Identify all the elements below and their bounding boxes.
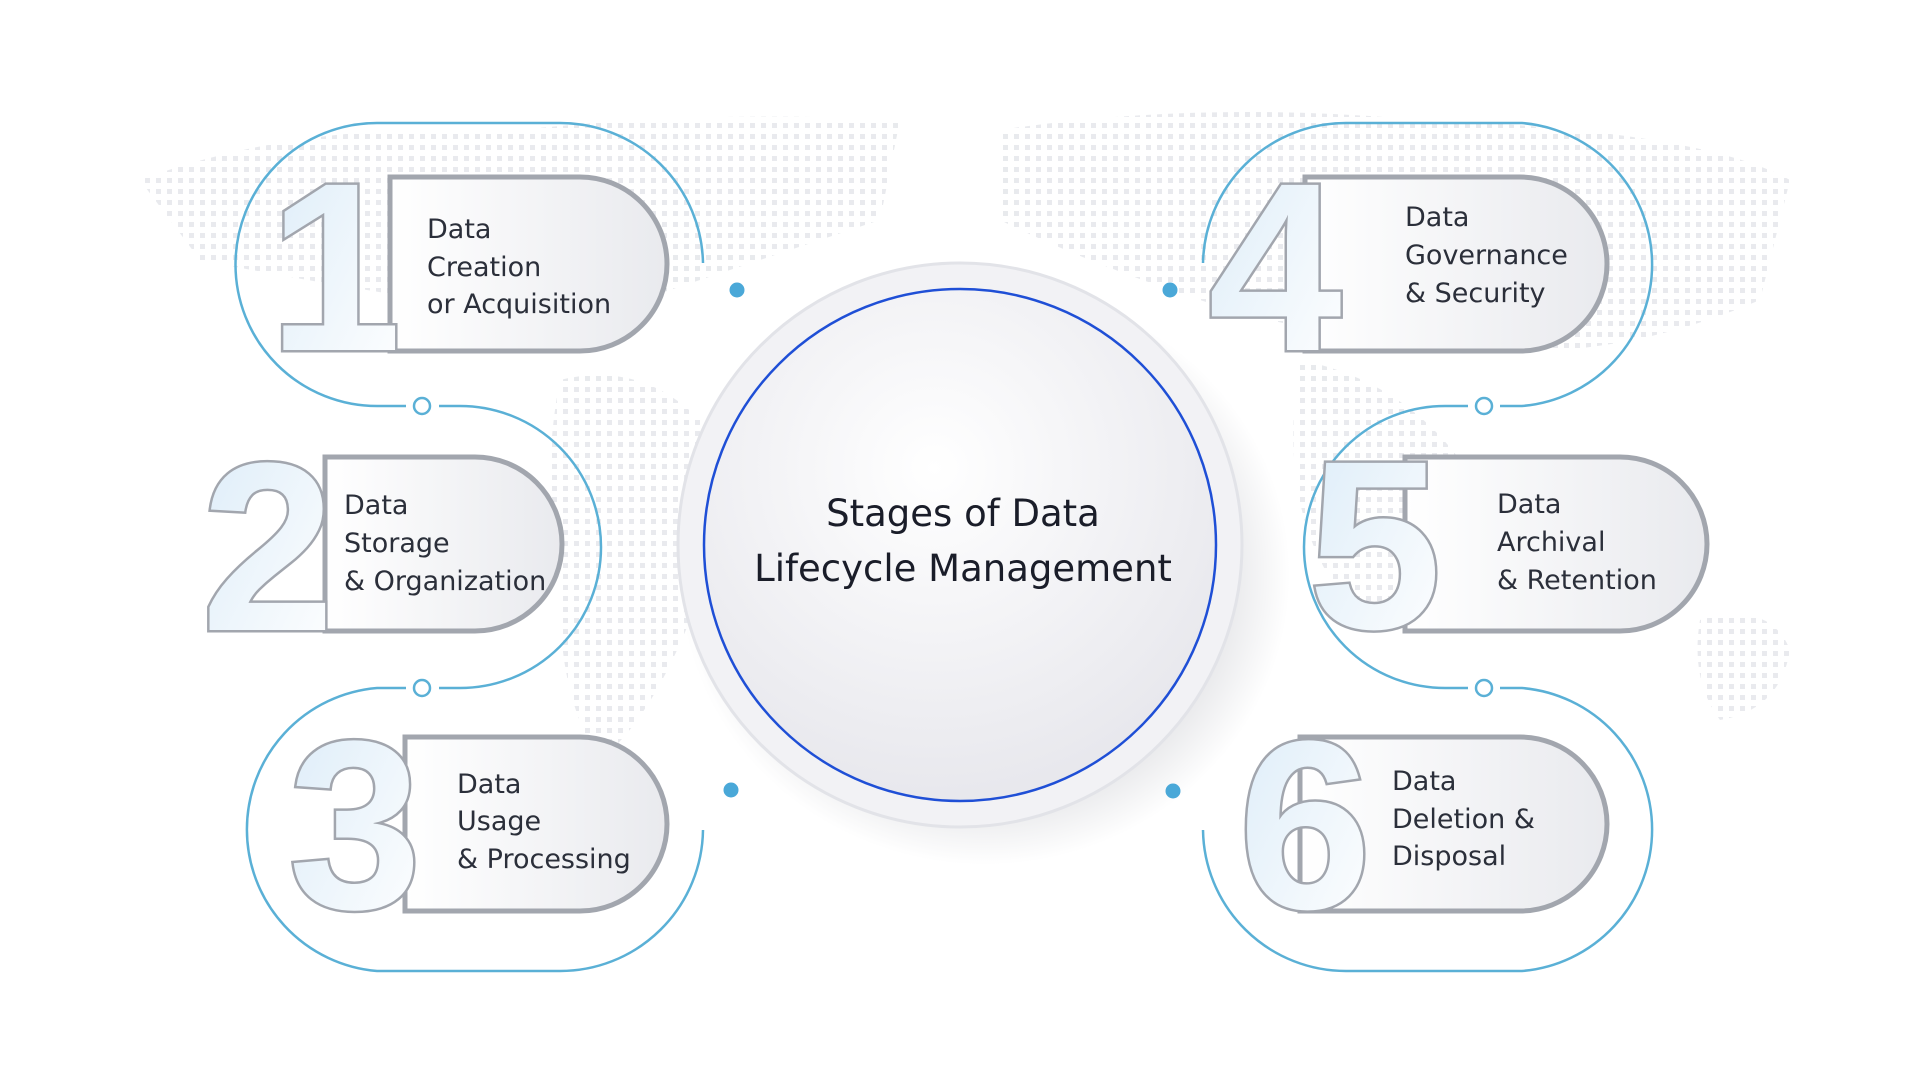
stage-1-line-2: Creation bbox=[427, 252, 541, 283]
right-outline bbox=[1201, 121, 1654, 408]
center-title-line-1: Stages of Data bbox=[826, 492, 1100, 535]
connector-dot-6 bbox=[1165, 783, 1181, 799]
stage-4-line-1: Data bbox=[1405, 202, 1469, 233]
world-map-background bbox=[140, 112, 1790, 760]
stage-4-line-3: & Security bbox=[1405, 278, 1546, 309]
stage-2-number: 2 bbox=[201, 413, 334, 681]
right-outline-middle bbox=[1302, 404, 1468, 690]
left-outline-middle bbox=[439, 404, 603, 690]
stage-6-line-3: Disposal bbox=[1392, 841, 1506, 872]
stage-2-pill bbox=[322, 454, 565, 634]
stage-6: 6 Data Deletion & Disposal bbox=[1236, 689, 1610, 962]
connector-ring-4-5 bbox=[1474, 396, 1494, 416]
stage-3-line-3: & Processing bbox=[457, 844, 631, 875]
stage-6-line-1: Data bbox=[1392, 766, 1456, 797]
stage-1-line-3: or Acquisition bbox=[427, 289, 611, 320]
stage-2-line-3: & Organization bbox=[344, 566, 546, 597]
stage-3-pill bbox=[402, 734, 670, 914]
right-outline-bottom bbox=[1201, 686, 1654, 973]
connector-ring-5-6 bbox=[1474, 678, 1494, 698]
stage-4-pill bbox=[1302, 174, 1610, 354]
stage-5-line-1: Data bbox=[1497, 489, 1561, 520]
stage-5-line-3: & Retention bbox=[1497, 565, 1657, 596]
connector-ring-1-2 bbox=[412, 396, 432, 416]
stage-1-number: 1 bbox=[268, 133, 401, 401]
stage-5-pill bbox=[1402, 454, 1710, 634]
stage-2: 2 Data Storage & Organization bbox=[199, 411, 565, 684]
stage-6-line-2: Deletion & bbox=[1392, 804, 1535, 835]
stage-2-line-2: Storage bbox=[344, 528, 450, 559]
stage-3: 3 Data Usage & Processing bbox=[286, 689, 670, 962]
left-outline bbox=[234, 121, 705, 408]
stage-2-line-1: Data bbox=[344, 490, 408, 521]
stage-5-number: 5 bbox=[1308, 411, 1441, 679]
stage-6-pill bbox=[1297, 734, 1610, 914]
stage-5: 5 Data Archival & Retention bbox=[1306, 409, 1710, 682]
stage-4-line-2: Governance bbox=[1405, 240, 1568, 271]
stage-1: 1 Data Creation or Acquisition bbox=[266, 131, 670, 404]
stage-1-pill bbox=[387, 174, 670, 354]
stage-3-line-2: Usage bbox=[457, 806, 541, 837]
connector-dot-4 bbox=[1162, 282, 1178, 298]
connector-ring-2-3 bbox=[412, 678, 432, 698]
stage-6-number: 6 bbox=[1238, 691, 1371, 959]
stage-4: 4 Data Governance & Security bbox=[1206, 131, 1610, 404]
center-ring bbox=[702, 287, 1218, 803]
connector-dot-3 bbox=[723, 782, 739, 798]
stage-5-line-2: Archival bbox=[1497, 527, 1605, 558]
stage-3-number: 3 bbox=[288, 691, 421, 959]
stage-3-line-1: Data bbox=[457, 769, 521, 800]
stage-1-line-1: Data bbox=[427, 214, 491, 245]
center-title-line-2: Lifecycle Management bbox=[754, 547, 1172, 590]
stage-4-number: 4 bbox=[1208, 133, 1341, 401]
connector-dot-1 bbox=[729, 282, 745, 298]
left-outline-bottom bbox=[245, 686, 705, 973]
